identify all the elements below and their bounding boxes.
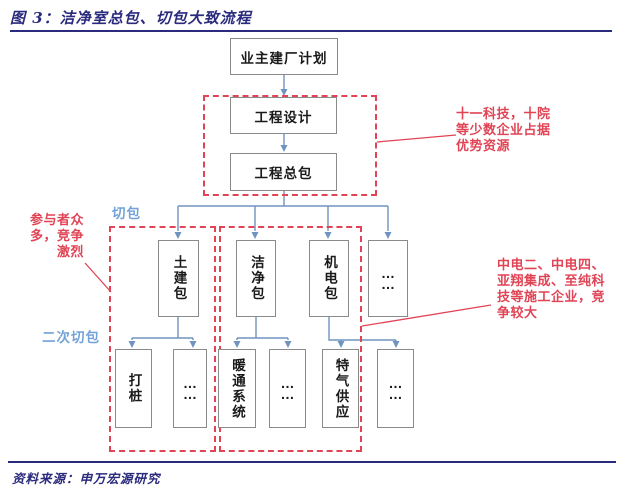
- node-engineering-design: 工程设计: [230, 97, 337, 134]
- label-secondary-cut-package: 二次切包: [42, 330, 100, 345]
- dashed-frame-civil-column: [109, 226, 216, 452]
- node-owner-plan: 业主建厂计划: [230, 38, 338, 75]
- dashed-frame-clean-mech-columns: [219, 226, 362, 452]
- node-civil-package: 土建包: [158, 240, 199, 317]
- figure-title: 图 3：洁净室总包、切包大致流程: [10, 9, 252, 27]
- node-tier3-ellipsis-1: … …: [173, 349, 207, 428]
- node-general-contract: 工程总包: [230, 153, 337, 191]
- blue-flow-lines: [131, 75, 397, 341]
- title-underline: [10, 30, 612, 32]
- dashed-frame-design-and-contract: [203, 95, 377, 196]
- annotation-construction-competitors: 中电二、中电四、 亚翔集成、至纯科 技等施工企业，竞 争较大: [497, 257, 606, 320]
- node-tier3-ellipsis-2: … …: [269, 349, 306, 428]
- red-annotation-lines: [84, 134, 492, 327]
- node-tier2-ellipsis: … …: [368, 240, 408, 317]
- node-tier3-ellipsis-3: … …: [377, 349, 414, 428]
- node-mech-elec-package: 机电包: [309, 240, 349, 317]
- label-cut-package: 切包: [112, 206, 141, 221]
- blue-arrowheads: [128, 89, 400, 348]
- annotation-design-leaders: 十一科技，十院 等少数企业占据 优势资源: [456, 106, 551, 153]
- node-special-gas-supply: 特气供应: [322, 349, 359, 428]
- node-piling: 打桩: [115, 349, 152, 428]
- source-note: 资料来源：申万宏源研究: [12, 471, 161, 486]
- node-clean-package: 洁净包: [236, 240, 276, 317]
- footer-rule: [8, 461, 616, 463]
- annotation-many-participants: 参与者众 多，竞争 激烈: [30, 212, 85, 259]
- node-hvac-system: 暖通系统: [218, 349, 256, 428]
